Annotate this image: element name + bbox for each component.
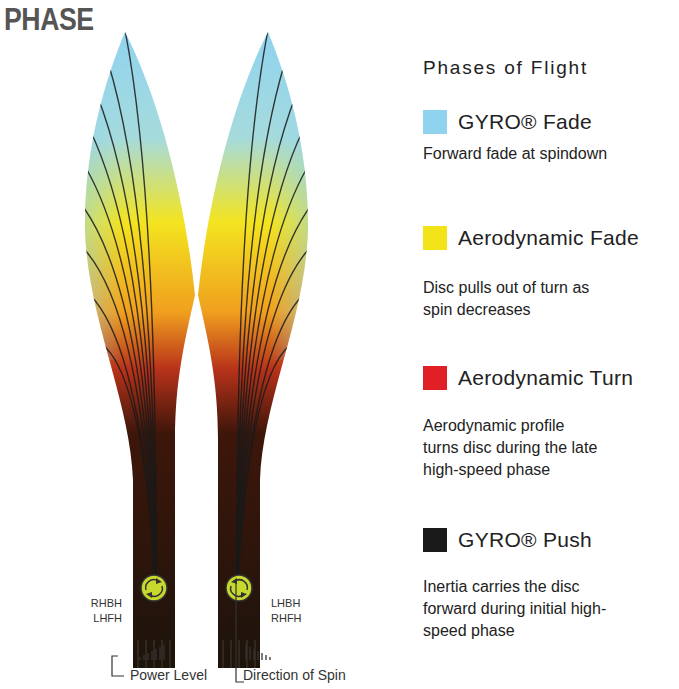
flight-path-right bbox=[193, 30, 313, 668]
phase-description: Disc pulls out of turn as spin decreases bbox=[423, 277, 603, 321]
spin-bars bbox=[246, 645, 270, 660]
throw-type: RHBH bbox=[66, 596, 122, 610]
legend-heading: Phases of Flight bbox=[423, 56, 588, 80]
legend-label: GYRO® Fade bbox=[458, 109, 592, 135]
throw-type: LHFH bbox=[66, 611, 122, 625]
axis-caption: Power Level bbox=[130, 666, 207, 684]
power-bracket bbox=[112, 656, 124, 676]
legend-swatch bbox=[423, 528, 447, 552]
legend-label: Aerodynamic Fade bbox=[458, 225, 639, 251]
phase-description: Inertia carries the disc forward during … bbox=[423, 576, 615, 642]
legend-label: Aerodynamic Turn bbox=[458, 365, 633, 391]
phase-description: Forward fade at spindown bbox=[423, 143, 663, 165]
throw-type: RHFH bbox=[271, 611, 331, 625]
phase-description: Aerodynamic profile turns disc during th… bbox=[423, 415, 601, 481]
power-bars bbox=[140, 645, 164, 660]
axis-caption: Direction of Spin bbox=[243, 666, 346, 684]
legend-swatch bbox=[423, 366, 447, 390]
throw-type: LHBH bbox=[271, 596, 331, 610]
legend-swatch bbox=[423, 110, 447, 134]
page-title: PHASE bbox=[4, 2, 94, 38]
legend-label: GYRO® Push bbox=[458, 527, 592, 553]
flight-path-left bbox=[80, 30, 200, 668]
legend-swatch bbox=[423, 226, 447, 250]
spin-bracket bbox=[236, 580, 244, 682]
